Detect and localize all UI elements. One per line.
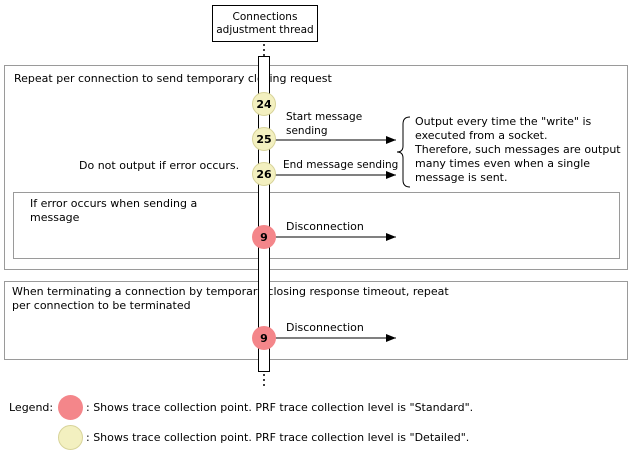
brace-note-line5: message is sent. — [415, 171, 508, 184]
trace-point-24: 24 — [252, 92, 276, 116]
error-box-label-line2: message — [30, 211, 80, 224]
legend-standard-icon — [58, 395, 83, 420]
legend-detailed-text: : Shows trace collection point. PRF trac… — [86, 431, 470, 444]
lifeline-bottom-dashes — [263, 374, 265, 388]
trace-point-26: 26 — [252, 162, 276, 186]
thread-header-box: Connections adjustment thread — [212, 5, 318, 42]
legend-title: Legend: — [9, 401, 54, 414]
timeout-box-label-line1: When terminating a connection by tempora… — [12, 285, 449, 298]
error-box-label-line1: If error occurs when sending a — [30, 197, 198, 210]
legend-standard-text: : Shows trace collection point. PRF trac… — [86, 401, 474, 414]
timeout-box-label-line2: per connection to be terminated — [12, 299, 191, 312]
brace-note-line2: executed from a socket. — [415, 129, 548, 142]
error-box — [13, 192, 620, 259]
thread-title-line1: Connections — [232, 10, 298, 23]
start-message-label-line2: sending — [286, 125, 328, 137]
brace-note-line4: many times even when a single — [415, 157, 591, 170]
thread-title-line2: adjustment thread — [216, 23, 314, 36]
brace-note-line3: Therefore, such messages are output — [415, 143, 621, 156]
start-message-label-line1: Start message — [286, 111, 363, 123]
legend-detailed-icon — [58, 425, 83, 450]
brace-note-line1: Output every time the "write" is — [415, 115, 592, 128]
trace-point-9-error: 9 — [252, 225, 276, 249]
disconnection-label-error: Disconnection — [286, 220, 364, 233]
no-output-note: Do not output if error occurs. — [79, 159, 240, 172]
brace — [396, 116, 411, 188]
disconnection-label-timeout: Disconnection — [286, 321, 364, 334]
timeout-box — [4, 281, 628, 360]
lifeline-top-dashes — [263, 44, 265, 56]
end-message-label: End message sending — [283, 159, 399, 171]
trace-point-9-timeout: 9 — [252, 326, 276, 350]
trace-point-25: 25 — [252, 127, 276, 151]
